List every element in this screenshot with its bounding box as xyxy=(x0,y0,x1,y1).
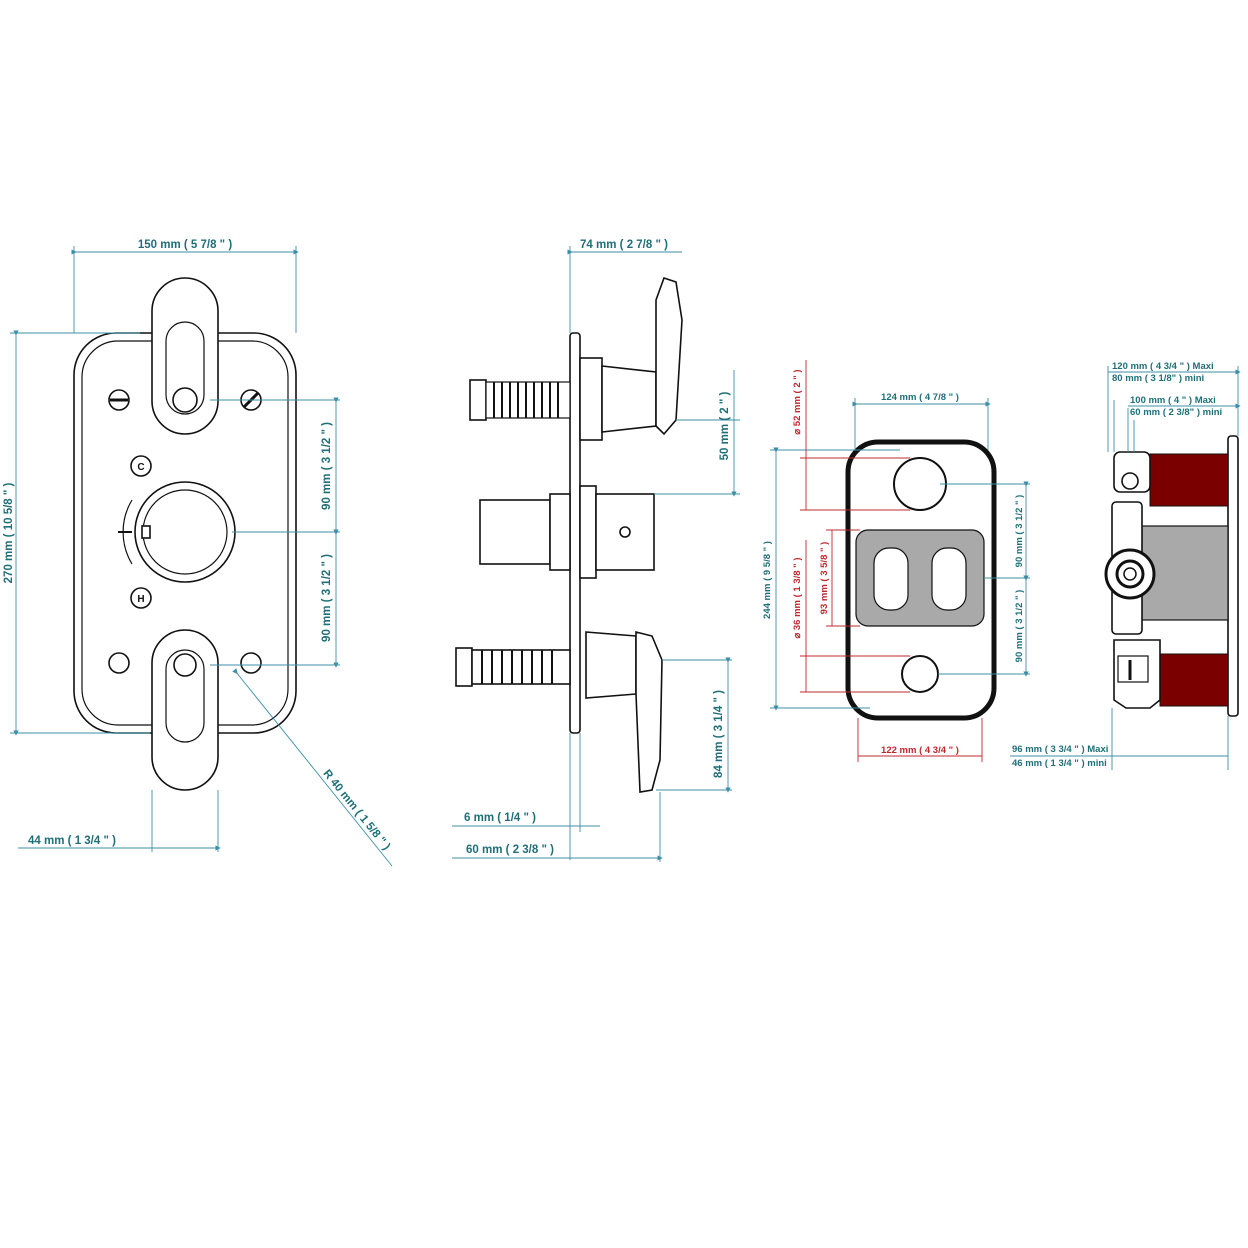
projection-dimension: 60 mm ( 2 3/8 " ) xyxy=(466,844,554,856)
height-dimension: 270 mm ( 10 5/8 " ) xyxy=(3,482,15,583)
upper-stem xyxy=(469,276,683,441)
upper-handle xyxy=(151,277,219,435)
side-plate xyxy=(569,332,581,734)
upper-spacing-dimension: 90 mm ( 3 1/2 " ) xyxy=(321,422,333,510)
min-wall-dimension: 46 mm ( 1 3/4 " ) mini xyxy=(1012,758,1107,769)
lower-stem xyxy=(455,630,663,793)
min-depth-dimension: 80 mm ( 3 1/8" ) mini xyxy=(1112,373,1204,384)
handle-width-dimension: 44 mm ( 1 3/4 " ) xyxy=(28,835,116,847)
cover-slot-left xyxy=(873,547,909,611)
screw-cap xyxy=(108,652,130,674)
lower-body-block xyxy=(1159,653,1229,707)
width-dimension: 150 mm ( 5 7/8 " ) xyxy=(138,239,232,251)
center-knob xyxy=(118,481,236,583)
lower-spacing-dimension: 90 mm ( 3 1/2 " ) xyxy=(321,554,333,642)
upper-body-block xyxy=(1149,453,1229,507)
bottom-width-dimension: 122 mm ( 4 3/4 " ) xyxy=(881,745,959,756)
rough-front-view: 124 mm ( 4 7/8 " ) 122 mm ( 4 3/4 " ) 24… xyxy=(762,360,1030,762)
middle-stem xyxy=(479,485,655,579)
large-hole-dimension: ⌀ 52 mm ( 2 " ) xyxy=(792,369,803,434)
lower-hole xyxy=(901,655,939,693)
top-depth-dimension: 74 mm ( 2 7/8 " ) xyxy=(580,239,668,251)
handle-offset-dimension: 50 mm ( 2 " ) xyxy=(719,391,731,460)
rough-side-view: 120 mm ( 4 3/4 " ) Maxi 80 mm ( 3 1/8" )… xyxy=(1010,361,1241,770)
front-view: C H 150 mm ( 5 7/8 " ) 270 mm ( 10 5/8 "… xyxy=(3,239,392,867)
cover-slot-right xyxy=(931,547,967,611)
plate-thickness-dimension: 6 mm ( 1/4 " ) xyxy=(464,812,536,824)
min-body-dimension: 60 mm ( 2 3/8" ) mini xyxy=(1130,407,1222,418)
hot-mark: H xyxy=(137,594,144,605)
lower-handle xyxy=(151,629,219,791)
max-body-dimension: 100 mm ( 4 " ) Maxi xyxy=(1130,395,1216,406)
side-view: 74 mm ( 2 7/8 " ) 50 mm ( 2 " ) 84 mm ( … xyxy=(452,239,740,862)
cold-mark: C xyxy=(137,462,144,473)
top-width-dimension: 124 mm ( 4 7/8 " ) xyxy=(881,392,959,403)
max-depth-dimension: 120 mm ( 4 3/4 " ) Maxi xyxy=(1112,361,1214,372)
lower-handle-dimension: 84 mm ( 3 1/4 " ) xyxy=(713,690,725,778)
screw-cap xyxy=(240,652,262,674)
screw-icon xyxy=(108,389,130,411)
max-wall-dimension: 96 mm ( 3 3/4 " ) Maxi xyxy=(1012,744,1108,755)
small-hole-dimension: ⌀ 36 mm ( 1 3/8 " ) xyxy=(792,558,803,639)
rough-height-dimension: 244 mm ( 9 5/8 " ) xyxy=(762,541,773,619)
finished-wall xyxy=(1227,435,1239,717)
rough-lower-spacing-dimension: 90 mm ( 3 1/2 " ) xyxy=(1014,590,1025,663)
radius-dimension: R 40 mm ( 1 5/8 " ) xyxy=(320,768,392,853)
center-height-dimension: 93 mm ( 3 5/8 " ) xyxy=(819,542,830,615)
upper-hole xyxy=(893,457,947,511)
rough-upper-spacing-dimension: 90 mm ( 3 1/2 " ) xyxy=(1014,495,1025,568)
